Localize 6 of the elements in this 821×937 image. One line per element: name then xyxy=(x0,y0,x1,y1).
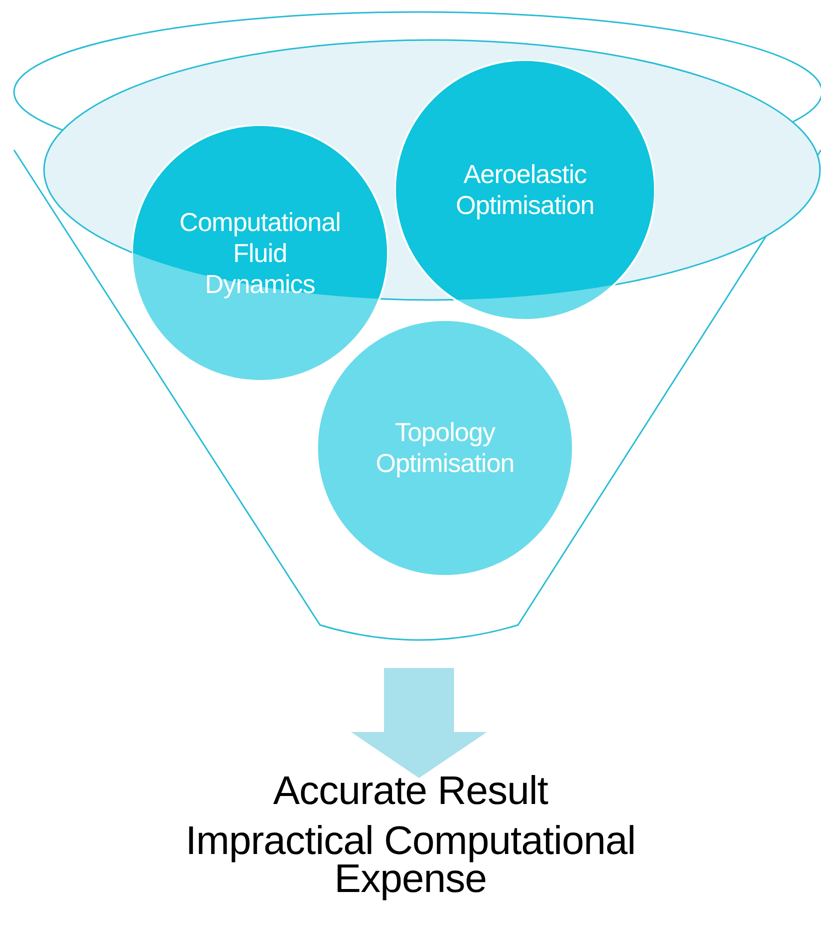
circle-label: Aeroelastic Optimisation xyxy=(454,159,596,221)
result-text: Accurate Result xyxy=(272,772,549,810)
result-note: Impractical Computational Expense xyxy=(184,822,636,898)
circle-label: Topology Optimisation xyxy=(374,417,516,479)
circle-label: Computational Fluid Dynamics xyxy=(178,206,342,300)
down-arrow xyxy=(351,668,487,778)
